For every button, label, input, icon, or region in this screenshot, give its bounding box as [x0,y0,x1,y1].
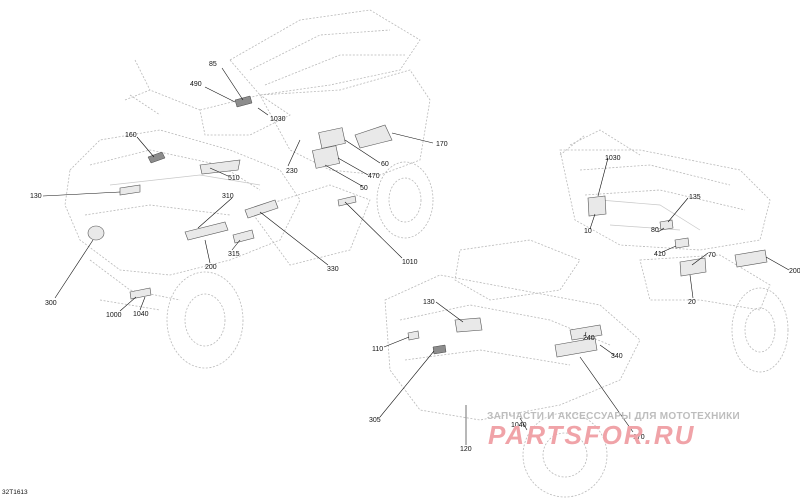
callout-label: 85 [209,61,217,68]
left-atv-callouts: 85 490 1030 160 170 60 470 50 510 230 13… [30,61,448,319]
callout-label: 315 [228,251,240,258]
callout-label: 490 [190,81,202,88]
callout-label: 200 [205,264,217,271]
watermark-logo: PARTSFOR.RU [488,420,696,450]
callout-label: 170 [633,434,645,441]
callout-label: 160 [125,132,137,139]
right-atv-callouts: 1030 135 10 80 410 70 200 20 130 110 240… [369,155,800,453]
left-atv-decals [87,95,393,300]
callout-label: 70 [708,252,716,259]
callout-label: 20 [688,299,696,306]
callout-label: 120 [460,446,472,453]
callout-label: 510 [228,175,240,182]
callout-label: 1000 [106,312,122,319]
callout-label: 130 [30,193,42,200]
callout-label: 50 [360,185,368,192]
callout-label: 130 [423,299,435,306]
drawing-code: 32T1613 [2,489,28,496]
callout-label: 410 [654,251,666,258]
callout-label: 300 [45,300,57,307]
callout-label: 230 [286,168,298,175]
callout-label: 60 [381,161,389,168]
callout-label: 1030 [605,155,621,162]
right-atv-decals [407,195,768,358]
callout-label: 340 [611,353,623,360]
callout-label: 240 [583,335,595,342]
callout-label: 305 [369,417,381,424]
leader-lines [42,67,790,445]
callout-label: 1030 [270,116,286,123]
callout-label: 135 [689,194,701,201]
callout-label: 1010 [402,259,418,266]
callout-label: 470 [368,173,380,180]
callout-label: 1040 [133,311,149,318]
watermark-caption: ЗАПЧАСТИ И АКСЕССУАРЫ ДЛЯ МОТОТЕХНИКИ [487,411,740,422]
callout-label: 330 [327,266,339,273]
callout-label: 80 [651,227,659,234]
callout-label: 200 [789,268,800,275]
callout-label: 1040 [511,422,527,429]
callout-label: 10 [584,228,592,235]
callout-label: 170 [436,141,448,148]
left-atv-illustration [64,9,434,369]
callout-label: 110 [372,346,383,353]
callout-label: 310 [222,193,234,200]
